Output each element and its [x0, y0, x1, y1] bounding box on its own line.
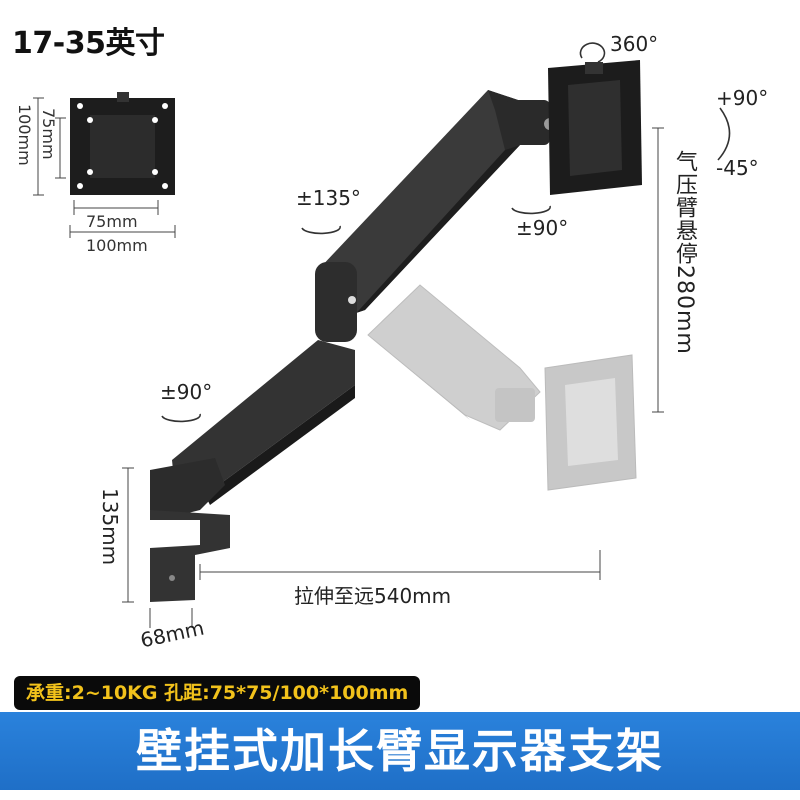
- size-range-title: 17-35英寸: [12, 26, 165, 61]
- vesa-plate-small: [70, 92, 175, 195]
- spec-badge: 承重:2~10KG 孔距:75*75/100*100mm: [14, 676, 421, 710]
- ghost-arm: [367, 284, 637, 491]
- plate-height-outer-label: 100mm: [15, 104, 34, 166]
- tilt-up-label: +90°: [716, 86, 769, 110]
- rotation-arrows: [161, 42, 731, 423]
- rotation-135-label: ±135°: [296, 186, 361, 210]
- dimension-lines: [33, 97, 664, 628]
- tilt-down-label: -45°: [716, 156, 759, 180]
- rotation-360-label: 360°: [610, 32, 659, 56]
- hover-height-label: 气压臂悬停280mm: [672, 150, 697, 355]
- clamp-height-label: 135mm: [98, 488, 122, 566]
- reach-label: 拉伸至远540mm: [294, 584, 452, 608]
- rotation-90-base-label: ±90°: [160, 380, 213, 404]
- product-name-banner: 壁挂式加长臂显示器支架: [0, 712, 800, 790]
- monitor-arm: [150, 60, 642, 602]
- rotation-90-head-label: ±90°: [516, 216, 569, 240]
- plate-width-inner-label: 75mm: [86, 212, 138, 231]
- plate-height-inner-label: 75mm: [39, 108, 58, 160]
- plate-width-outer-label: 100mm: [86, 236, 148, 255]
